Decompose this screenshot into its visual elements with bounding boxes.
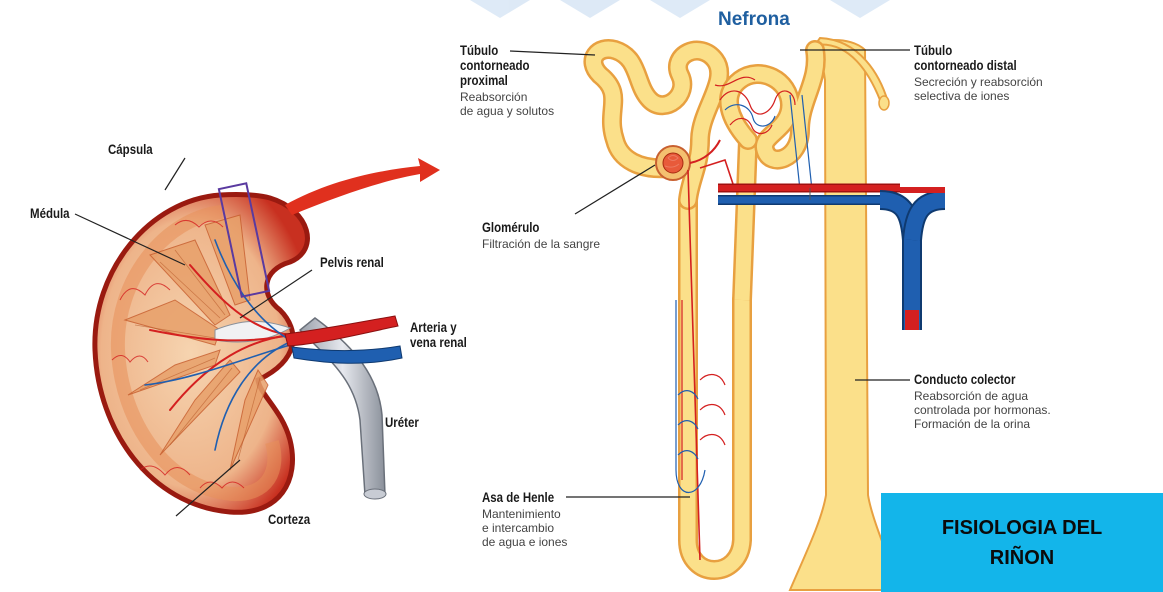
title-banner: FISIOLOGIA DEL RIÑON	[881, 493, 1163, 592]
glomerulus	[656, 146, 690, 180]
label-tubulo-proximal: Túbulo contorneado proximal Reabsorción …	[460, 43, 554, 118]
label-ureter: Uréter	[385, 415, 426, 430]
label-capsula: Cápsula	[108, 142, 162, 157]
kidney-cross-section	[95, 183, 402, 512]
label-tubulo-distal: Túbulo contorneado distal Secreción y re…	[914, 43, 1043, 103]
label-corteza: Corteza	[268, 512, 319, 527]
label-glomerulo: Glomérulo Filtración de la sangre	[482, 220, 600, 251]
ureter-tube	[300, 318, 385, 495]
label-asa-de-henle: Asa de Henle Mantenimiento e intercambio…	[482, 490, 570, 549]
nephron-title: Nefrona	[718, 9, 790, 31]
decorative-top-shapes	[470, 0, 890, 18]
banner-text: FISIOLOGIA DEL RIÑON	[912, 513, 1132, 573]
label-conducto-colector: Conducto colector Reabsorción de agua co…	[914, 372, 1051, 431]
label-pelvis-renal: Pelvis renal	[320, 255, 398, 270]
label-medula: Médula	[30, 206, 78, 221]
label-arteria-vena-renal: Arteria y vena renal	[410, 320, 479, 350]
zoom-arrow	[285, 158, 440, 215]
